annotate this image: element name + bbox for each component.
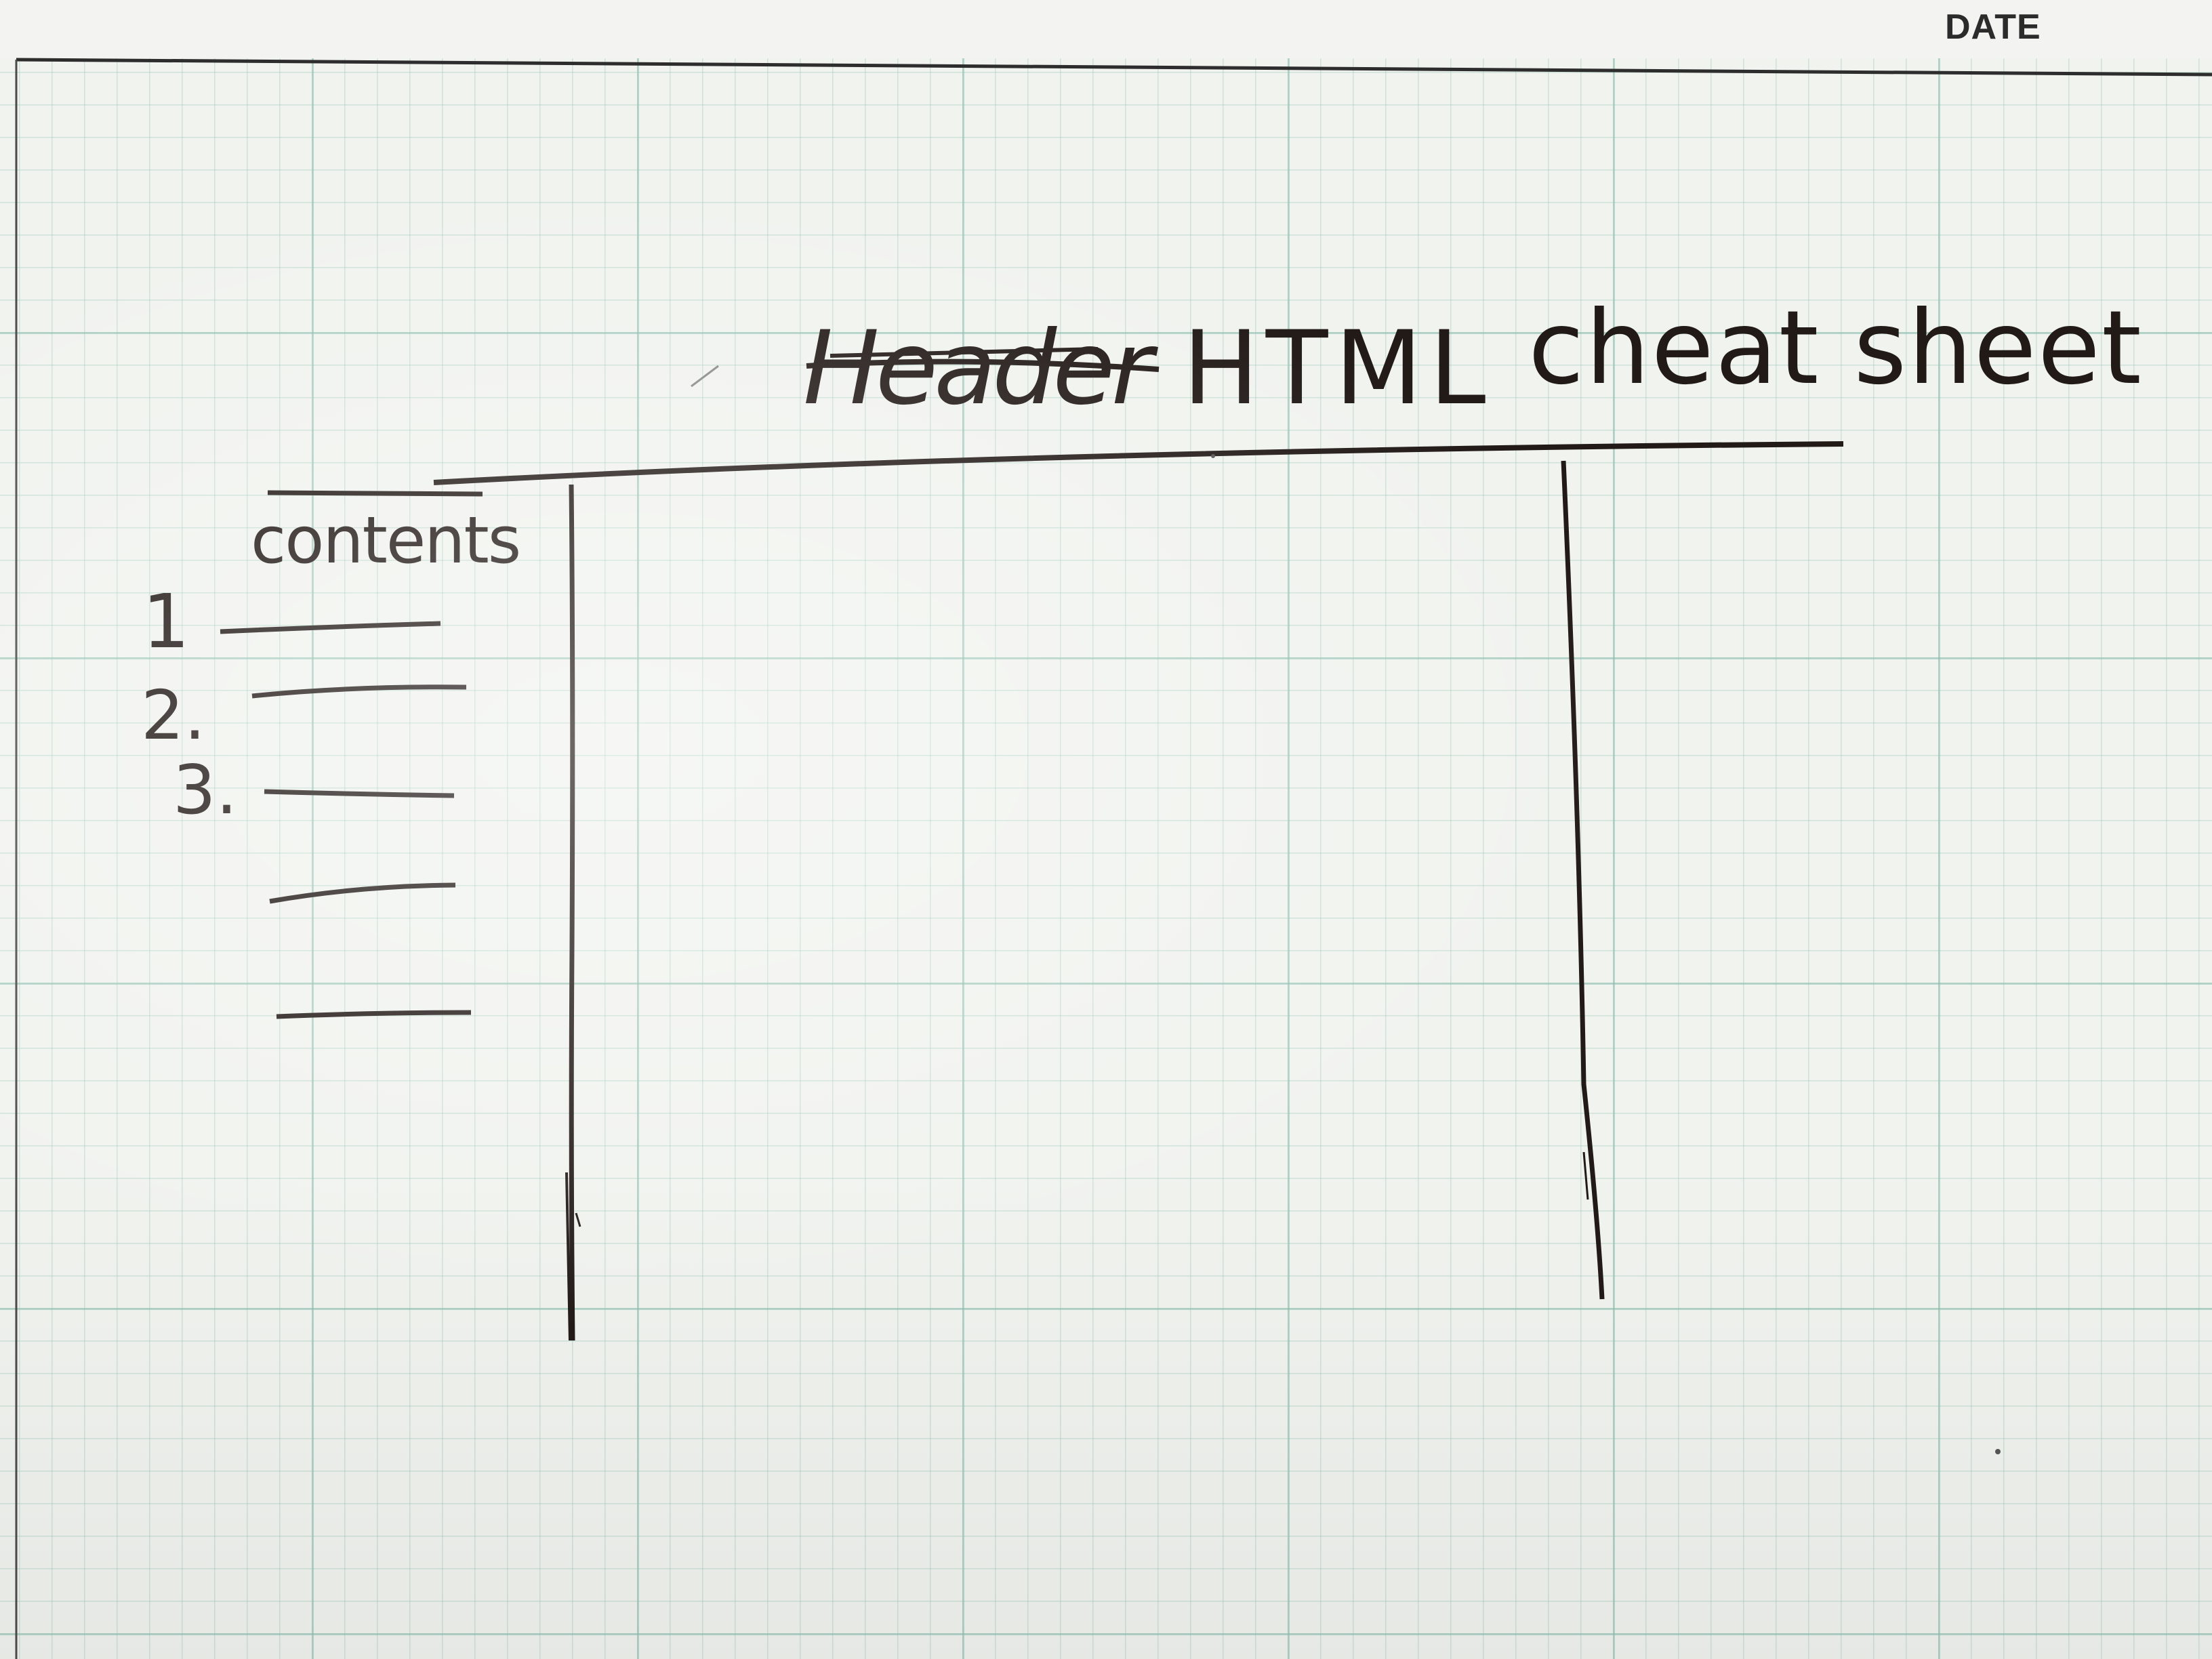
left-divider-retrace [565, 1172, 571, 1341]
sidebar-top-line [267, 490, 483, 497]
stray-pen-mark [691, 365, 719, 388]
title-cheat-sheet-text: cheat sheet [1528, 289, 2143, 407]
right-column-divider [1561, 460, 1605, 1300]
list-number-1: 1 [142, 578, 190, 665]
ink-speck [1995, 1449, 2001, 1454]
title-strike-line [806, 359, 1160, 372]
right-divider-retrace [1582, 1151, 1589, 1200]
list-item-line-4 [269, 882, 456, 904]
list-number-2: 2. [141, 676, 205, 755]
list-item-line-1 [220, 621, 441, 634]
left-column-divider [569, 484, 575, 1341]
list-number-3: 3. [173, 750, 237, 830]
title-strike-line-2 [830, 347, 1099, 358]
paper-header-band [0, 0, 2212, 58]
header-underline [433, 441, 1844, 485]
ink-speck [1211, 454, 1215, 458]
left-divider-tick [575, 1212, 581, 1227]
contents-label: contents [251, 504, 520, 578]
title-html-text: HTML [1183, 310, 1492, 428]
list-item-line-2 [251, 684, 467, 699]
paper-header-rule [16, 58, 2212, 77]
list-item-line-5 [276, 1010, 472, 1019]
date-label: DATE [1945, 7, 2041, 47]
list-item-line-3 [264, 789, 455, 798]
title-struck-text: Header [803, 310, 1158, 428]
